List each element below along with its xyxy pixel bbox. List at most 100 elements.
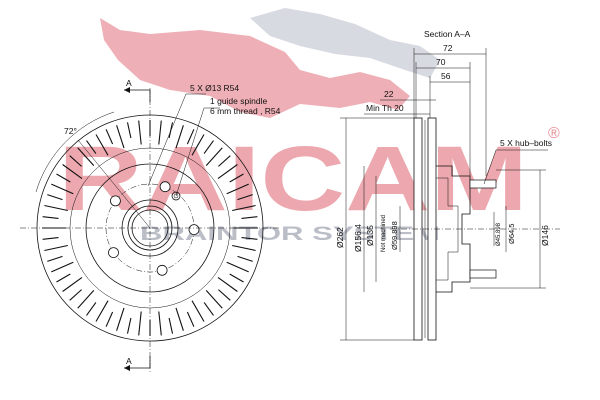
vent-slot: [203, 302, 214, 316]
vent-slot: [186, 129, 195, 145]
vent-slot: [203, 140, 214, 154]
disc-front-view: [20, 87, 280, 372]
vent-slot: [116, 125, 125, 149]
angle-label: 72°: [64, 126, 77, 136]
leader-hub-bolts: [483, 149, 548, 185]
dim-dia156: Ø156.4: [353, 224, 363, 252]
vent-slot: [217, 164, 238, 180]
dim-dia64: Ø64.5: [507, 224, 516, 244]
vent-slot: [226, 261, 249, 273]
not-machined-note: Not machined: [381, 215, 387, 252]
vent-slot: [51, 183, 74, 195]
dim-72: 72: [443, 43, 453, 53]
vent-slot: [51, 261, 74, 273]
vent-slot: [241, 216, 258, 219]
vent-slot: [138, 120, 142, 145]
vent-slot: [229, 173, 244, 183]
bolt-hole: [188, 224, 200, 236]
vent-slot: [237, 194, 253, 201]
vent-slot: [105, 129, 114, 145]
watermark: RAICAM ® BRAINTOR SYSTEM: [58, 8, 560, 245]
vent-slot: [205, 290, 223, 309]
watermark-jaguar-red: [100, 18, 410, 118]
dim-dia45: Ø45.898: [496, 222, 502, 246]
guide-spindle-callout-1: 1 guide spindle: [210, 96, 267, 106]
vent-slot: [56, 173, 71, 183]
vent-slot: [42, 216, 59, 219]
vent-slot: [229, 273, 244, 283]
vent-slot: [175, 307, 184, 331]
vent-slot: [47, 194, 63, 201]
dim-56: 56: [441, 71, 451, 81]
watermark-registered: ®: [548, 125, 560, 142]
disc-section-view: [340, 48, 560, 341]
vent-slot: [105, 311, 114, 327]
hub-bolt-upper: [469, 179, 497, 189]
watermark-tagline: BRAINTOR SYSTEM: [140, 224, 440, 245]
vent-slot: [168, 317, 174, 334]
angle-arc: [35, 111, 115, 193]
vent-slot: [237, 255, 253, 262]
bolt-hole: [159, 181, 171, 193]
vent-slot: [44, 244, 68, 252]
vent-slot: [158, 311, 162, 336]
vent-slot: [175, 125, 184, 149]
vent-slot: [47, 255, 63, 262]
vent-slot: [232, 244, 256, 252]
vent-slot: [217, 276, 238, 292]
vent-slot: [158, 120, 162, 145]
vent-slot: [116, 307, 125, 331]
vent-slot: [86, 140, 97, 154]
leader-guide-spindle: [175, 107, 220, 197]
dim-dia135: Ø135: [365, 225, 375, 246]
dim-22: 22: [384, 89, 394, 99]
watermark-brand: RAICAM: [58, 128, 528, 230]
vent-slot: [138, 311, 142, 336]
vent-slot: [95, 300, 109, 322]
vent-slot: [62, 276, 83, 292]
angle-ray: [77, 139, 151, 229]
vent-slot: [44, 204, 68, 212]
bolt-hole: [110, 195, 121, 207]
bolt-hole: [108, 247, 119, 259]
vent-slot: [95, 134, 109, 156]
vent-slot: [191, 134, 205, 156]
watermark-jaguar-grey: [250, 8, 440, 78]
guide-spindle-hole: [171, 191, 181, 201]
vent-slot: [226, 183, 249, 195]
bolt-hole: [156, 264, 168, 276]
vent-slot: [205, 147, 223, 166]
dim-dia146: Ø146: [540, 225, 550, 246]
vent-slot: [232, 204, 256, 212]
vent-slot: [191, 300, 205, 322]
section-arrowhead-top: [124, 87, 130, 93]
vent-slot: [69, 289, 82, 301]
vent-slot: [186, 311, 195, 327]
vent-slot: [69, 155, 82, 167]
vent-slot: [42, 237, 59, 240]
dim-dia262: Ø262: [335, 227, 345, 248]
vent-slot: [77, 290, 95, 309]
vent-slot: [218, 155, 231, 167]
guide-spindle-callout-2: 6 mm thread , R54: [210, 106, 281, 116]
vent-slot: [56, 273, 71, 283]
vent-slot: [126, 122, 132, 139]
dim-70: 70: [436, 57, 446, 67]
dim-dia59: Ø59.898: [390, 221, 399, 250]
vent-slot: [62, 164, 83, 180]
section-title: Section A–A: [424, 29, 471, 39]
leader-bolt-holes: [147, 93, 206, 187]
section-arrowhead-bottom: [124, 365, 130, 371]
hub-bolts-callout: 5 X hub–bolts: [500, 138, 552, 148]
dim-min-thickness: Min Th 20: [366, 103, 404, 113]
section-mark-bottom: A: [126, 356, 132, 366]
vent-slot: [77, 147, 95, 166]
vent-slot: [126, 317, 132, 334]
bolt-holes: [108, 181, 200, 276]
bolt-holes-callout: 5 X Ø13 R54: [190, 83, 239, 93]
section-mark-top: A: [126, 78, 132, 88]
vent-slot: [218, 289, 231, 301]
guide-spindle-core: [173, 193, 179, 199]
